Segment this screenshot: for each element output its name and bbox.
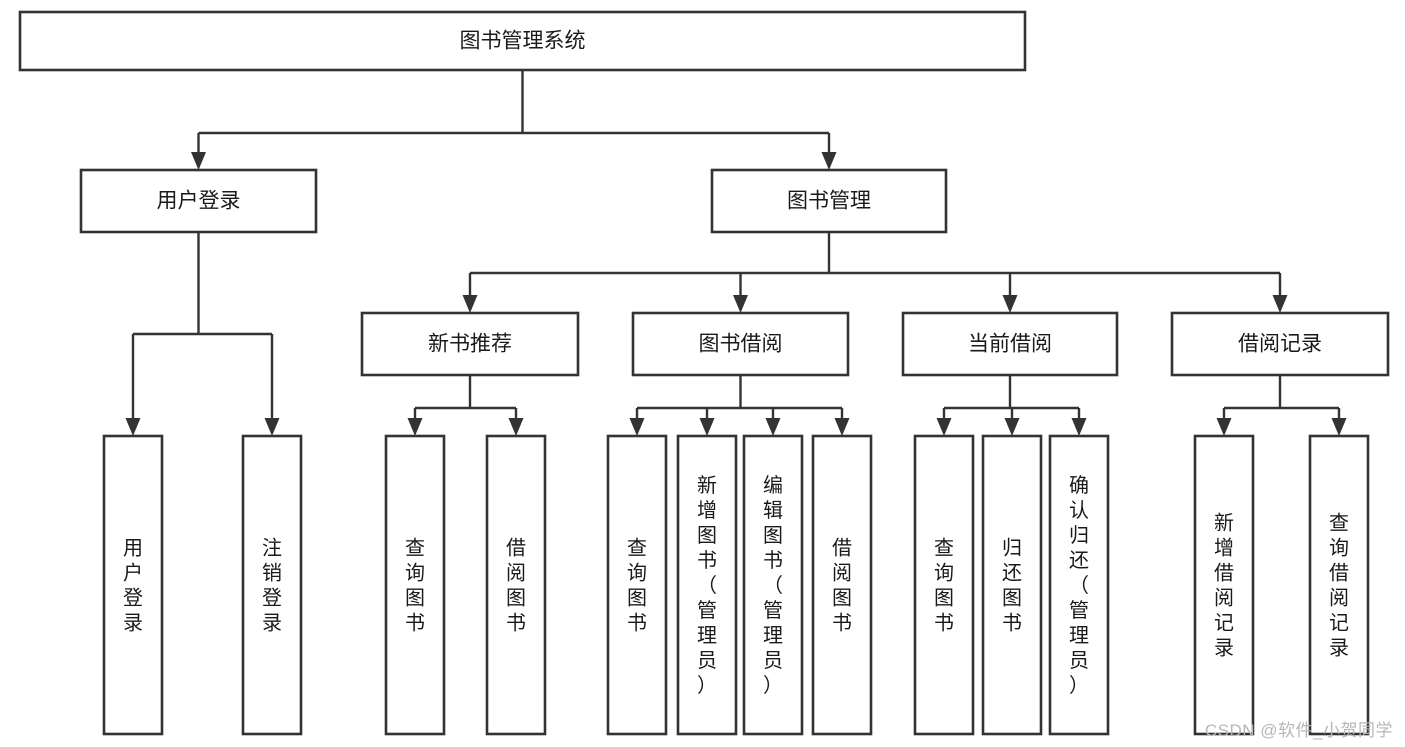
node-query-borrow-record[interactable]: 查询借阅记录 [1308,434,1370,736]
node-box-add-borrow-record [1193,434,1255,736]
arrow-head-icon-confirm-return-admin [1071,418,1087,436]
arrow-head-icon-current-borrow [1002,295,1018,313]
node-add-borrow-record[interactable]: 新增借阅记录 [1193,434,1255,736]
node-box-borrow-book-1 [485,434,547,736]
node-borrow-book-2[interactable]: 借阅图书 [811,434,873,736]
node-layer: 图书管理系统用户登录图书管理用户登录注销登录新书推荐图书借阅当前借阅借阅记录查询… [18,10,1390,736]
node-box-borrow-book-2 [811,434,873,736]
node-box-query-borrow-record [1308,434,1370,736]
node-box-current-borrow [901,311,1119,377]
node-box-borrow-record [1170,311,1390,377]
arrow-head-icon-user-login [191,152,206,170]
node-box-new-book-recommend [360,311,580,377]
node-box-user-login [79,168,318,234]
node-user-login[interactable]: 用户登录 [79,168,318,234]
node-label-query-book-3: 查询图书 [934,537,954,635]
csdn-watermark: CSDN @软件_小贺同学 [1204,721,1393,740]
node-new-book-recommend[interactable]: 新书推荐 [360,311,580,377]
node-label-current-borrow: 当前借阅 [968,333,1052,356]
node-box-query-book-2 [606,434,668,736]
node-label-add-book-admin: 新增图书（管理员） [697,474,717,697]
node-label-edit-book-admin: 编辑图书（管理员） [763,474,783,697]
node-user-logout[interactable]: 注销登录 [241,434,303,736]
node-box-user-logout [241,434,303,736]
node-label-return-book: 归还图书 [1002,537,1022,635]
node-user-login-do[interactable]: 用户登录 [102,434,164,736]
node-return-book[interactable]: 归还图书 [981,434,1043,736]
node-edit-book-admin[interactable]: 编辑图书（管理员） [742,434,804,736]
node-box-user-login-do [102,434,164,736]
node-label-borrow-record: 借阅记录 [1238,333,1322,356]
node-box-confirm-return-admin [1048,434,1110,736]
arrow-head-icon-add-borrow-record [1216,418,1232,436]
node-box-edit-book-admin [742,434,804,736]
node-label-borrow-book-2: 借阅图书 [832,537,852,635]
node-add-book-admin[interactable]: 新增图书（管理员） [676,434,738,736]
node-label-user-login-do: 用户登录 [123,538,143,635]
node-box-root [18,10,1027,72]
node-label-query-book-2: 查询图书 [627,537,647,635]
node-borrow-book-1[interactable]: 借阅图书 [485,434,547,736]
node-query-book-2[interactable]: 查询图书 [606,434,668,736]
arrow-head-icon-query-book-1 [407,418,423,436]
node-label-confirm-return-admin: 确认归还（管理员） [1069,474,1089,697]
node-confirm-return-admin[interactable]: 确认归还（管理员） [1048,434,1110,736]
arrow-head-icon-user-login-do [125,418,141,436]
node-label-borrow-book-1: 借阅图书 [506,537,526,635]
arrow-head-icon-add-book-admin [699,418,715,436]
node-label-user-login: 用户登录 [157,190,241,213]
node-box-book-manage [710,168,948,234]
node-root[interactable]: 图书管理系统 [18,10,1027,72]
arrow-head-icon-query-book-3 [936,418,952,436]
arrow-head-icon-edit-book-admin [765,418,781,436]
node-current-borrow[interactable]: 当前借阅 [901,311,1119,377]
node-box-book-borrow [631,311,850,377]
node-box-query-book-1 [384,434,446,736]
arrow-head-icon-user-logout [264,418,280,436]
arrow-head-icon-return-book [1004,418,1020,436]
node-label-book-borrow: 图书借阅 [699,333,783,356]
node-box-add-book-admin [676,434,738,736]
node-label-book-manage: 图书管理 [787,190,871,213]
arrow-head-icon-borrow-record [1272,295,1288,313]
node-label-query-book-1: 查询图书 [405,537,425,635]
node-box-query-book-3 [913,434,975,736]
node-label-add-borrow-record: 新增借阅记录 [1214,512,1234,660]
node-label-new-book-recommend: 新书推荐 [428,333,512,356]
node-borrow-record[interactable]: 借阅记录 [1170,311,1390,377]
arrow-head-icon-book-manage [821,152,837,170]
arrow-head-icon-book-borrow [733,295,748,313]
connector-layer [125,70,1347,436]
node-book-manage[interactable]: 图书管理 [710,168,948,234]
arrow-head-icon-query-book-2 [629,418,645,436]
arrow-head-icon-borrow-book-2 [834,418,850,436]
node-label-root: 图书管理系统 [460,30,586,53]
node-query-book-1[interactable]: 查询图书 [384,434,446,736]
arrow-head-icon-borrow-book-1 [508,418,524,436]
node-box-return-book [981,434,1043,736]
node-label-query-borrow-record: 查询借阅记录 [1329,512,1349,660]
node-book-borrow[interactable]: 图书借阅 [631,311,850,377]
arrow-head-icon-query-borrow-record [1331,418,1347,436]
node-query-book-3[interactable]: 查询图书 [913,434,975,736]
node-label-user-logout: 注销登录 [262,537,282,635]
arrow-head-icon-new-book-recommend [462,295,478,313]
